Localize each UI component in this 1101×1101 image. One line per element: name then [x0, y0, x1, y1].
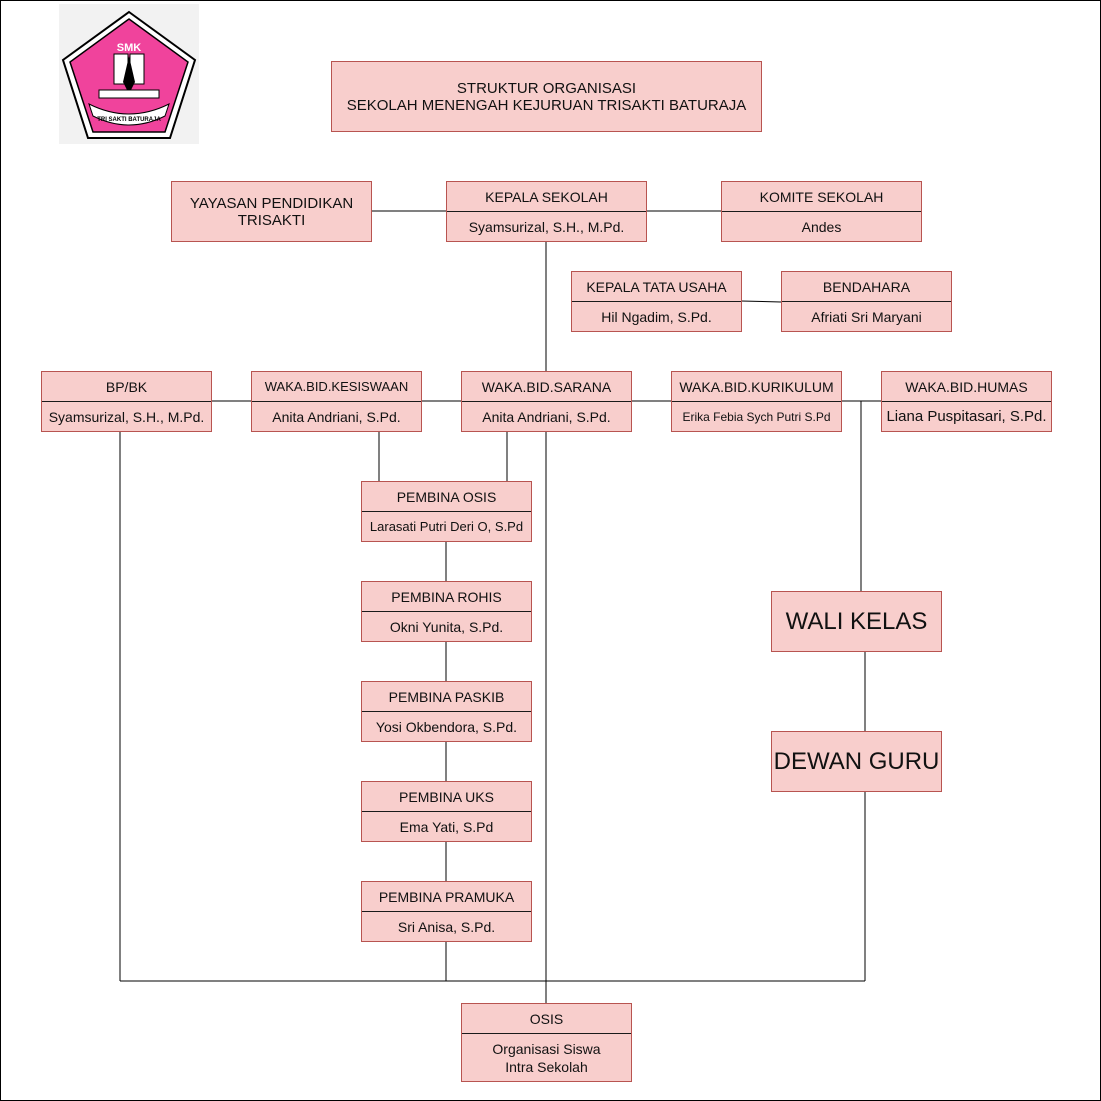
node-name: Erika Febia Sych Putri S.Pd	[682, 409, 831, 424]
node-name: Larasati Putri Deri O, S.Pd	[369, 519, 524, 534]
node-role: WAKA.BID.HUMAS	[882, 372, 1051, 402]
node-role: KOMITE SEKOLAH	[722, 182, 921, 212]
node-role: PEMBINA PASKIB	[362, 682, 531, 712]
node-name: Yosi Okbendora, S.Pd.	[375, 718, 518, 735]
node-role: PEMBINA UKS	[362, 782, 531, 812]
node-name: Hil Ngadim, S.Pd.	[601, 308, 712, 325]
node-pembina-osis: PEMBINA OSIS Larasati Putri Deri O, S.Pd	[361, 481, 532, 542]
node-pembina-pramuka: PEMBINA PRAMUKA Sri Anisa, S.Pd.	[361, 881, 532, 942]
node-role: WAKA.BID.SARANA	[462, 372, 631, 402]
node-role: BENDAHARA	[782, 272, 951, 302]
svg-text:TRI SAKTI BATURAJA: TRI SAKTI BATURAJA	[97, 117, 161, 123]
title-box: STRUKTUR ORGANISASI SEKOLAH MENENGAH KEJ…	[331, 61, 762, 132]
node-osis: OSIS Organisasi Siswa Intra Sekolah	[461, 1003, 632, 1082]
node-role: BP/BK	[42, 372, 211, 402]
node-yayasan: YAYASAN PENDIDIKAN TRISAKTI	[171, 181, 372, 242]
node-name: Liana Puspitasari, S.Pd.	[886, 408, 1047, 425]
node-kesiswaan: WAKA.BID.KESISWAAN Anita Andriani, S.Pd.	[251, 371, 422, 432]
node-dewan-guru: DEWAN GURU	[771, 731, 942, 792]
node-role: WAKA.BID.KURIKULUM	[672, 372, 841, 402]
node-pembina-rohis: PEMBINA ROHIS Okni Yunita, S.Pd.	[361, 581, 532, 642]
node-wali-kelas: WALI KELAS	[771, 591, 942, 652]
node-label: DEWAN GURU	[773, 747, 940, 775]
node-role: KEPALA TATA USAHA	[572, 272, 741, 302]
node-kurikulum: WAKA.BID.KURIKULUM Erika Febia Sych Putr…	[671, 371, 842, 432]
node-role: WAKA.BID.KESISWAAN	[252, 372, 421, 402]
node-role: PEMBINA OSIS	[362, 482, 531, 512]
node-name: Ema Yati, S.Pd	[399, 818, 494, 835]
title-line-2: SEKOLAH MENENGAH KEJURUAN TRISAKTI BATUR…	[346, 96, 747, 114]
node-name: Sri Anisa, S.Pd.	[397, 918, 496, 935]
node-role: PEMBINA PRAMUKA	[362, 882, 531, 912]
node-name: Anita Andriani, S.Pd.	[482, 408, 611, 425]
node-name: Syamsurizal, S.H., M.Pd.	[48, 408, 205, 425]
node-kepala-tu: KEPALA TATA USAHA Hil Ngadim, S.Pd.	[571, 271, 742, 332]
node-role: KEPALA SEKOLAH	[447, 182, 646, 212]
node-name: Organisasi Siswa Intra Sekolah	[492, 1040, 601, 1075]
node-label: YAYASAN PENDIDIKAN TRISAKTI	[189, 194, 354, 229]
school-logo: SMK TRI SAKTI BATURAJA	[59, 4, 199, 144]
node-komite: KOMITE SEKOLAH Andes	[721, 181, 922, 242]
node-name: Afriati Sri Maryani	[811, 308, 922, 325]
node-name: Andes	[801, 218, 842, 235]
node-name: Okni Yunita, S.Pd.	[389, 618, 504, 635]
node-pembina-paskib: PEMBINA PASKIB Yosi Okbendora, S.Pd.	[361, 681, 532, 742]
node-bendahara: BENDAHARA Afriati Sri Maryani	[781, 271, 952, 332]
node-role: PEMBINA ROHIS	[362, 582, 531, 612]
node-name: Anita Andriani, S.Pd.	[272, 408, 401, 425]
title-line-1: STRUKTUR ORGANISASI	[456, 79, 637, 97]
node-bpbk: BP/BK Syamsurizal, S.H., M.Pd.	[41, 371, 212, 432]
node-humas: WAKA.BID.HUMAS Liana Puspitasari, S.Pd.	[881, 371, 1052, 432]
node-kepala-sekolah: KEPALA SEKOLAH Syamsurizal, S.H., M.Pd.	[446, 181, 647, 242]
node-sarana: WAKA.BID.SARANA Anita Andriani, S.Pd.	[461, 371, 632, 432]
node-label: WALI KELAS	[785, 607, 928, 635]
node-name: Syamsurizal, S.H., M.Pd.	[468, 218, 625, 235]
svg-text:SMK: SMK	[117, 42, 142, 54]
node-pembina-uks: PEMBINA UKS Ema Yati, S.Pd	[361, 781, 532, 842]
node-role: OSIS	[462, 1004, 631, 1034]
